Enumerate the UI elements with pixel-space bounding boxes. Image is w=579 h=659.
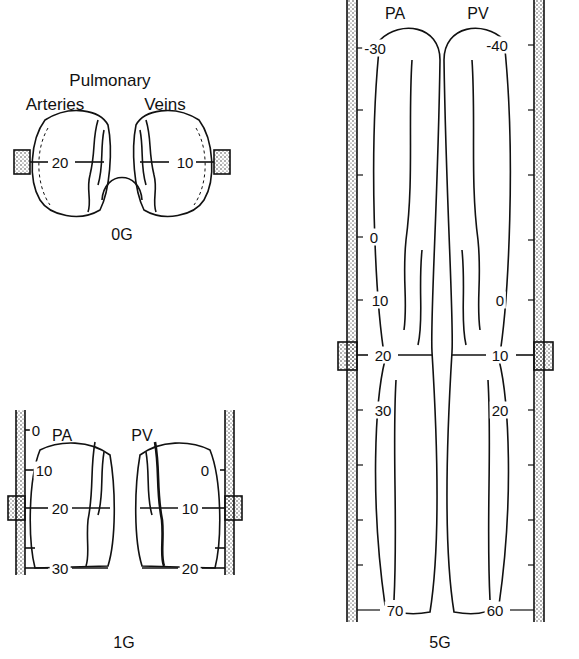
panel-label: 0G xyxy=(109,226,134,244)
scale-number: 10 xyxy=(34,462,55,479)
scale-number: 60 xyxy=(485,602,506,619)
scale-number: 10 xyxy=(370,292,391,309)
vessel-label: PV xyxy=(465,5,490,23)
scale-number: -40 xyxy=(484,37,510,54)
scale-number: 20 xyxy=(180,560,201,577)
panel-label: 1G xyxy=(111,634,136,652)
scale-number: 20 xyxy=(373,347,394,364)
scale-number: 0 xyxy=(30,422,42,439)
heading: Pulmonary xyxy=(67,71,152,90)
heading: Arteries xyxy=(24,95,87,114)
lung-0g xyxy=(14,111,230,217)
lung-1g xyxy=(8,410,242,575)
scale-number: 30 xyxy=(373,402,394,419)
scale-number: 0 xyxy=(368,229,380,246)
scale-number: 70 xyxy=(385,602,406,619)
scale-number: 20 xyxy=(490,402,511,419)
scale-number: 10 xyxy=(180,500,201,517)
vessel-label: PA xyxy=(383,5,407,23)
scale-number: 30 xyxy=(50,560,71,577)
scale-number: 10 xyxy=(490,347,511,364)
lung-5g xyxy=(338,0,553,622)
scale-number: 0 xyxy=(494,292,506,309)
scale-number: 0 xyxy=(199,462,211,479)
heading: Veins xyxy=(142,95,188,114)
scale-number: 10 xyxy=(175,154,196,171)
scale-number: -30 xyxy=(362,40,388,57)
scale-number: 20 xyxy=(50,154,71,171)
panel-label: 5G xyxy=(427,634,452,652)
vessel-label: PA xyxy=(50,427,74,445)
scale-number: 20 xyxy=(50,500,71,517)
vessel-label: PV xyxy=(129,427,154,445)
